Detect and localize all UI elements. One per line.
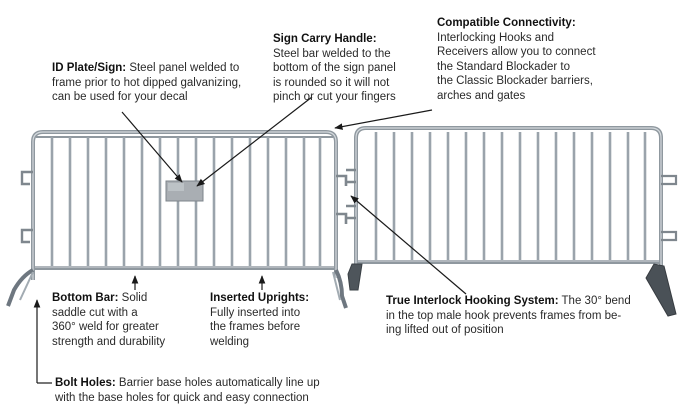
right-male-hook-bottom	[336, 212, 348, 224]
bottom-bar-inline: Solid	[118, 292, 148, 304]
id-plate-inline: Steel panel welded to	[126, 62, 240, 74]
bottom-bar-line-2: saddle cut with a	[52, 306, 138, 319]
id-plate-line-1: ID Plate/Sign: Steel panel welded to	[52, 61, 282, 76]
bottom-bar-line-4: strength and durability	[52, 335, 166, 348]
bolt-holes-title: Bolt Holes:	[55, 377, 116, 389]
left-barrier	[6, 130, 348, 309]
uprights-line-2: the frames before	[210, 321, 301, 333]
left-hook-top	[20, 170, 33, 186]
left-foot-left	[6, 268, 35, 307]
pointer-arrows	[33, 96, 467, 384]
callout-uprights: Inserted Uprights: Fully inserted into t…	[210, 291, 360, 349]
bolt-holes-line-2: with the base holes for quick and easy c…	[55, 391, 309, 404]
connectivity-line-1: Interlocking Hooks and	[437, 31, 554, 44]
sign-handle-line-1: Steel bar welded to the	[273, 47, 391, 60]
right-barrier-foot-left	[347, 263, 363, 291]
arrow-connectivity	[334, 109, 433, 130]
arrow-interlock	[350, 195, 467, 295]
interlock-line-3: ing lifted out of position	[386, 324, 504, 336]
connectivity-title: Compatible Connectivity:	[437, 17, 576, 29]
bolt-holes-line-1: Bolt Holes: Barrier base holes automatic…	[55, 376, 415, 391]
callout-interlock: True Interlock Hooking System: The 30° b…	[386, 294, 678, 338]
right-side-connector-bottom	[661, 230, 678, 242]
receiver-top	[346, 168, 356, 184]
bolt-holes-inline: Barrier base holes automatically line up	[115, 377, 320, 389]
uprights-line-1: Fully inserted into	[210, 306, 301, 319]
right-barrier-frame	[354, 126, 663, 268]
interlock-inline: The 30° bend	[558, 295, 631, 307]
right-barrier-uprights	[374, 132, 647, 260]
interlock-line-2: in the top male hook prevents frames fro…	[386, 309, 622, 322]
right-barrier	[346, 126, 678, 317]
left-hook-bottom	[20, 228, 33, 244]
callout-connectivity: Compatible Connectivity: Interlocking Ho…	[437, 16, 627, 103]
arrow-sign-handle	[196, 96, 313, 187]
connectivity-line-3: the Standard Blockader to	[437, 60, 570, 73]
receiver-bottom	[346, 204, 356, 220]
id-plate-title: ID Plate/Sign:	[52, 62, 127, 74]
connectivity-line-5: arches and gates	[437, 89, 526, 102]
connectivity-line-4: the Classic Blockader barriers,	[437, 75, 593, 87]
callout-bolt-holes: Bolt Holes: Barrier base holes automatic…	[55, 376, 415, 405]
callout-id-plate: ID Plate/Sign: Steel panel welded to fra…	[52, 61, 282, 105]
sign-handle-line-3: is rounded so it will not	[273, 76, 390, 89]
sign-handle-line-4: pinch or cut your fingers	[273, 91, 396, 103]
left-barrier-frame	[31, 130, 338, 280]
arrow-id-plate	[121, 111, 183, 183]
left-foot-right	[334, 269, 348, 309]
interlock-title: True Interlock Hooking System:	[386, 295, 559, 307]
id-plate-line-3: can be used for your decal	[52, 91, 188, 103]
right-side-connector-top	[661, 174, 678, 186]
sign-handle-title: Sign Carry Handle:	[273, 33, 377, 45]
uprights-title: Inserted Uprights:	[210, 292, 310, 304]
bottom-bar-title: Bottom Bar:	[52, 292, 119, 304]
right-barrier-foot-right	[645, 263, 677, 317]
interlock-line-1: True Interlock Hooking System: The 30° b…	[386, 294, 678, 309]
sign-handle-line-2: bottom of the sign panel	[273, 62, 396, 74]
id-plate-line-2: frame prior to hot dipped galvanizing,	[52, 76, 242, 89]
connectivity-line-2: Receivers allow you to connect	[437, 46, 596, 58]
callout-sign-handle: Sign Carry Handle: Steel bar welded to t…	[273, 32, 423, 105]
uprights-line-3: welding	[210, 335, 249, 348]
bottom-bar-line-1: Bottom Bar: Solid	[52, 291, 202, 306]
callout-bottom-bar: Bottom Bar: Solid saddle cut with a 360°…	[52, 291, 202, 349]
bottom-bar-line-3: 360° weld for greater	[52, 321, 159, 333]
